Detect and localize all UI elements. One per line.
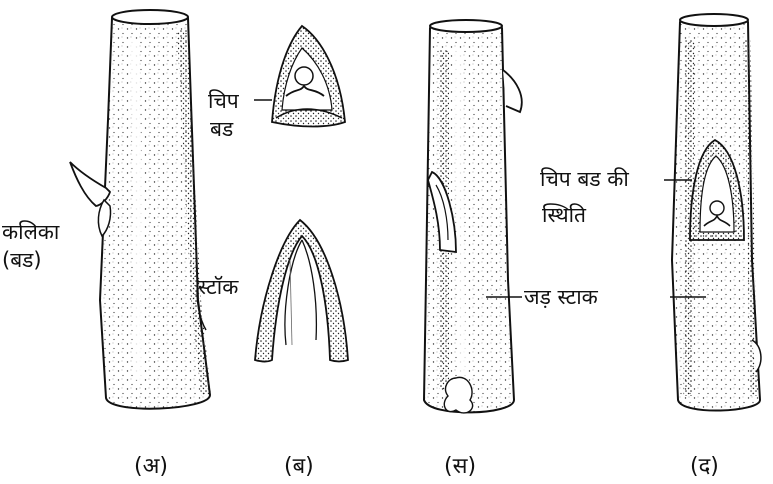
stock-cut-drawing — [255, 220, 348, 362]
root-stock-label-c: जड़ स्टाक — [524, 284, 598, 310]
stem-a — [100, 10, 210, 409]
caption-a: (अ) — [134, 450, 168, 480]
stock-label: स्टॉक — [198, 274, 238, 300]
stem-c — [424, 20, 522, 413]
chip-bud-drawing — [272, 26, 345, 127]
caption-b: (ब) — [284, 450, 314, 480]
bud-a — [70, 162, 111, 236]
chip-position-label-line1: चिप बड की — [540, 166, 629, 192]
caption-d: (द) — [690, 450, 719, 480]
chip-position-label-line2: स्थिति — [542, 202, 586, 228]
bud-label-line2: (बड) — [2, 247, 42, 273]
caption-c: (स) — [444, 450, 476, 480]
chip-bud-label-line1: चिप — [208, 88, 239, 114]
chip-bud-label-line2: बड — [210, 116, 233, 142]
bud-label-line1: कलिका — [2, 219, 59, 245]
